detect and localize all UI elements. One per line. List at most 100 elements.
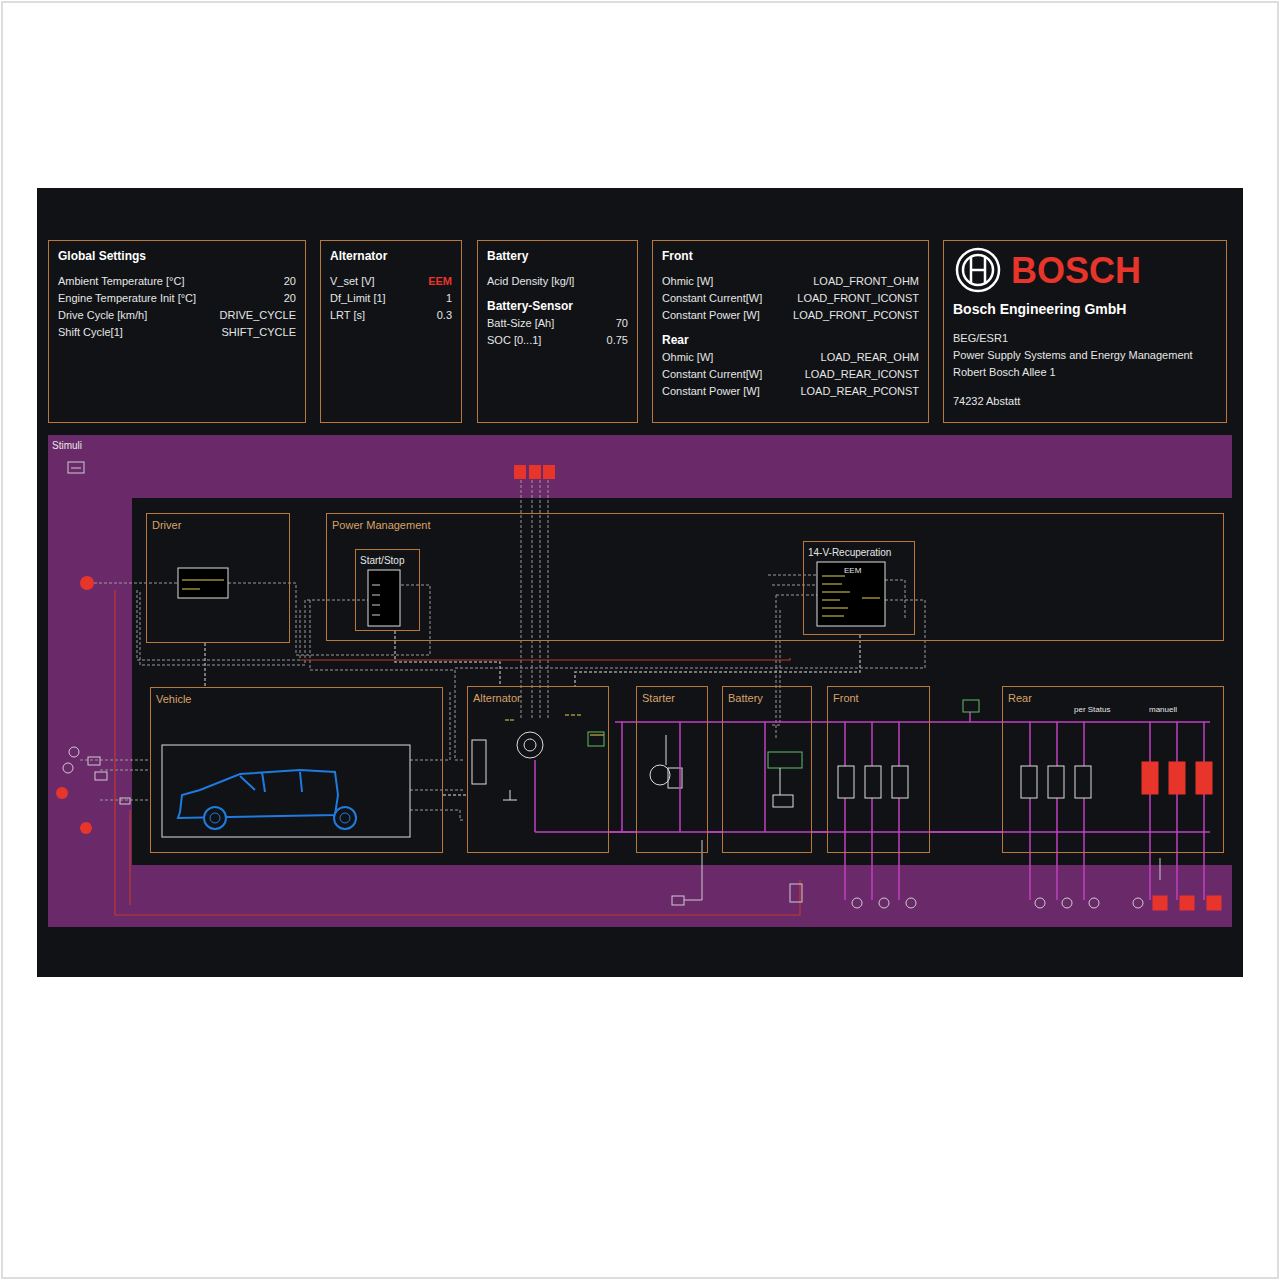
parameter-name: SOC [0...1] bbox=[487, 333, 576, 347]
wire-connector bbox=[609, 831, 636, 833]
parameter-value: LOAD_REAR_ICONST bbox=[782, 367, 919, 381]
parameter-name: Shift Cycle[1] bbox=[58, 325, 204, 339]
left-stimuli-icons bbox=[63, 747, 130, 804]
node-title: BEG/ESR1 bbox=[953, 331, 1217, 345]
parameter-value: LOAD_FRONT_ICONST bbox=[782, 291, 919, 305]
parameter-name: Ohmic [W] bbox=[662, 350, 774, 364]
model-block: Start/Stop bbox=[355, 549, 420, 631]
node-title: Battery bbox=[723, 687, 768, 709]
node-title: Front bbox=[828, 687, 864, 709]
parameter-name: Ohmic [W] bbox=[662, 274, 774, 288]
wire-connector bbox=[575, 635, 860, 686]
parameter-name: Constant Current[W] bbox=[662, 291, 774, 305]
parameter-name: Constant Power [W] bbox=[662, 308, 774, 322]
node-title: Start/Stop bbox=[356, 550, 408, 572]
wire-connector bbox=[812, 831, 827, 833]
parameter-value: LOAD_REAR_OHM bbox=[782, 350, 919, 364]
startstop-block bbox=[368, 570, 400, 626]
red-stimuli bbox=[56, 465, 555, 834]
model-block: Power ManagementStart/Stop 14-V-Recuperat… bbox=[326, 513, 1224, 641]
battery-symbol bbox=[768, 752, 802, 807]
parameter-name: Drive Cycle [km/h] bbox=[58, 308, 204, 322]
parameter-name: Ambient Temperature [°C] bbox=[58, 274, 204, 288]
node-title: Starter bbox=[637, 687, 680, 709]
vehicle-block bbox=[162, 745, 410, 837]
parameter-value: 0.3 bbox=[411, 308, 452, 322]
brand-logo: BOSCH bbox=[1011, 251, 1217, 291]
wire-connector bbox=[930, 831, 1002, 833]
model-block: Alternator bbox=[467, 686, 609, 853]
parameter-value: LOAD_REAR_PCONST bbox=[782, 384, 919, 398]
node-title: Acid Density [kg/l] bbox=[487, 274, 628, 288]
node-title: Driver bbox=[147, 514, 186, 536]
model-block: Rear bbox=[1002, 686, 1224, 853]
load-symbols bbox=[838, 700, 1212, 798]
node-title: Stimuli bbox=[48, 435, 86, 457]
bosch-logo bbox=[957, 249, 999, 291]
parameter-panel: BatteryAcid Density [kg/l] Battery-Sensor… bbox=[477, 240, 638, 423]
wire-connector bbox=[708, 831, 722, 833]
wire-connector bbox=[443, 794, 467, 796]
node-title: 14-V-Recuperation bbox=[804, 542, 895, 564]
eem-block bbox=[817, 562, 885, 626]
signal-wires bbox=[80, 480, 925, 820]
node-title: Rear bbox=[1003, 687, 1037, 709]
wire-connector bbox=[395, 631, 500, 686]
parameter-name: V_set [V] bbox=[330, 274, 403, 288]
parameter-value: 20 bbox=[212, 274, 296, 288]
model-area bbox=[132, 498, 1232, 865]
parameter-name: Batt-Size [Ah] bbox=[487, 316, 576, 330]
parameter-panel: BOSCH Bosch Engineering GmbH BEG/ESR1Power… bbox=[943, 240, 1227, 423]
node-title: Power Management bbox=[327, 514, 435, 536]
node-title: Battery-Sensor bbox=[487, 299, 628, 313]
parameter-panel: AlternatorV_set [V] EEM Df_Limit [1] 1LRT [… bbox=[320, 240, 462, 423]
model-block: Driver bbox=[146, 513, 290, 643]
parameter-value: 70 bbox=[584, 316, 628, 330]
parameter-name: Constant Power [W] bbox=[662, 384, 774, 398]
model-block: 14-V-Recuperation bbox=[803, 541, 915, 635]
node-title: Power Supply Systems and Energy Manageme… bbox=[953, 348, 1217, 362]
parameter-value: EEM bbox=[411, 274, 452, 288]
driver-block bbox=[178, 568, 228, 598]
parameter-name: LRT [s] bbox=[330, 308, 403, 322]
node-title: Bosch Engineering GmbH bbox=[953, 300, 1217, 318]
model-block: Starter bbox=[636, 686, 708, 853]
block-label: EEM bbox=[844, 566, 861, 576]
node-title: Robert Bosch Allee 1 bbox=[953, 365, 1217, 379]
screen-panel bbox=[37, 188, 1243, 977]
stimuli-band bbox=[48, 435, 1232, 927]
parameter-value: 1 bbox=[411, 291, 452, 305]
model-block: Battery bbox=[722, 686, 812, 853]
parameter-value: SHIFT_CYCLE bbox=[212, 325, 296, 339]
parameter-name: Df_Limit [1] bbox=[330, 291, 403, 305]
starter-symbol bbox=[650, 735, 682, 788]
parameter-value: 20 bbox=[212, 291, 296, 305]
node-title: Front bbox=[662, 249, 919, 263]
node-title: Vehicle bbox=[151, 688, 196, 710]
parameter-value: 0.75 bbox=[584, 333, 628, 347]
model-block: Vehicle bbox=[150, 687, 443, 853]
stimuli-icon bbox=[68, 462, 84, 473]
model-block: Front bbox=[827, 686, 930, 853]
parameter-value: DRIVE_CYCLE bbox=[212, 308, 296, 322]
parameter-panel: FrontOhmic [W] LOAD_FRONT_OHM Constant Cur… bbox=[652, 240, 929, 423]
parameter-name: Constant Current[W] bbox=[662, 367, 774, 381]
load-stimuli bbox=[672, 840, 1221, 910]
power-wire bbox=[115, 590, 800, 915]
stimuli-band: StimuliDriver Power ManagementStart/Stop 1… bbox=[48, 435, 1232, 927]
node-title: Rear bbox=[662, 333, 919, 347]
parameter-panel: Global SettingsAmbient Temperature [°C]2… bbox=[48, 240, 306, 423]
parameter-value: LOAD_FRONT_PCONST bbox=[782, 308, 919, 322]
node-title: Battery bbox=[487, 249, 628, 263]
node-title: Alternator bbox=[468, 687, 526, 709]
node-title: Alternator bbox=[330, 249, 452, 263]
parameter-value: LOAD_FRONT_OHM bbox=[782, 274, 919, 288]
parameter-name: Engine Temperature Init [°C] bbox=[58, 291, 204, 305]
alternator-symbol bbox=[472, 715, 604, 800]
node-title: 74232 Abstatt bbox=[953, 394, 1217, 408]
